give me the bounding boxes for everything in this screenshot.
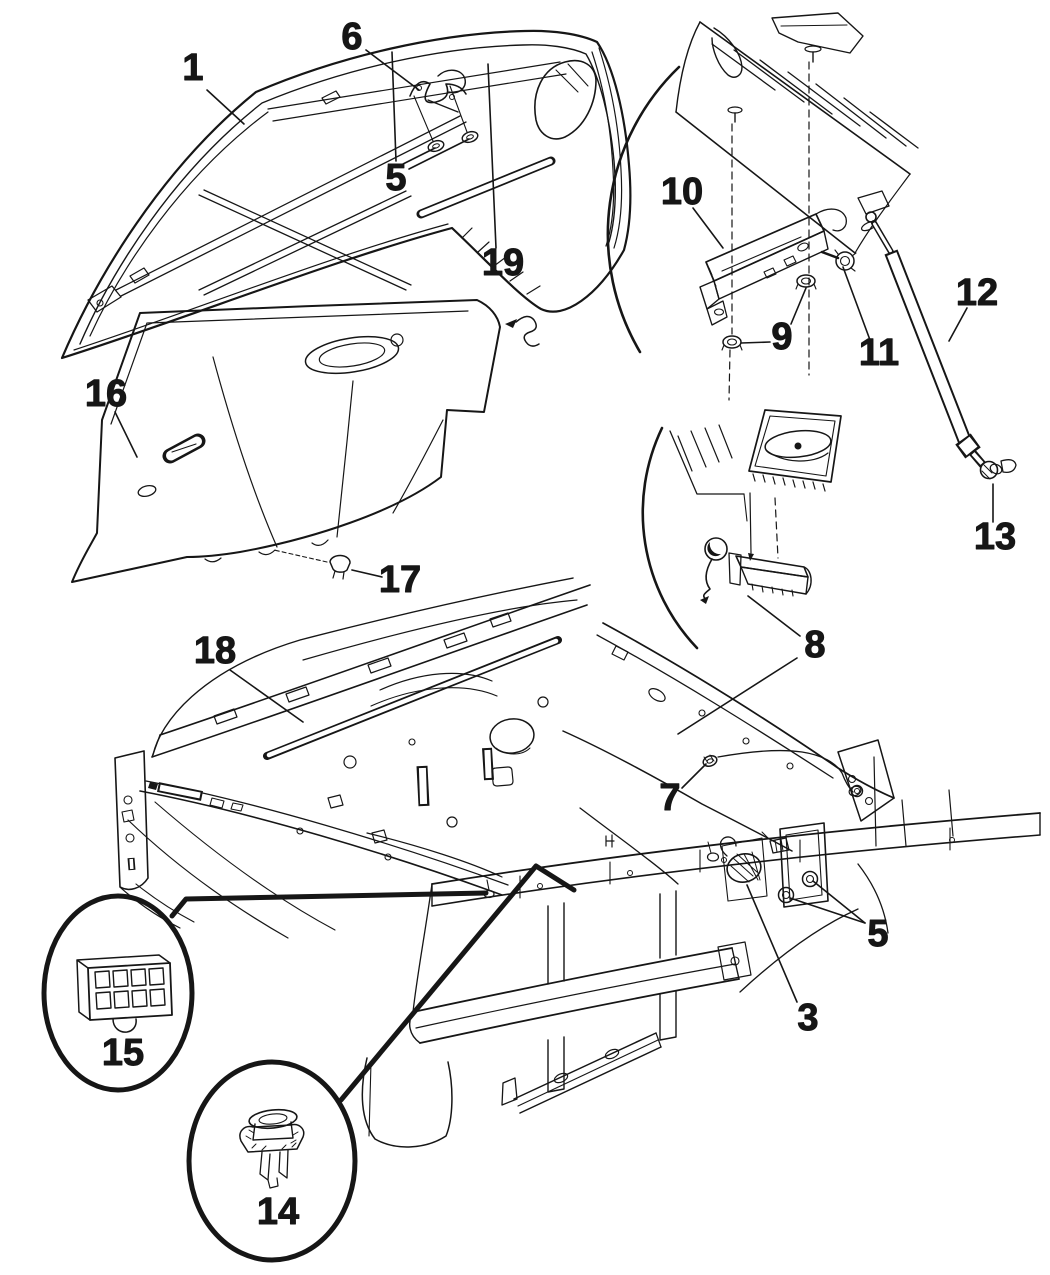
detail-circle-outline [186,1059,358,1263]
leader-line [114,411,138,458]
callout-number-18: 18 [194,630,236,672]
hood-panel-drawing [60,29,632,360]
hinge-detail-drawing [606,12,919,401]
leader-line [948,307,968,342]
callout-number-12: 12 [956,272,998,314]
callout-bolt-top: 5 [385,51,470,200]
detail-circle-outline [41,893,195,1093]
callout-number-17: 17 [379,559,421,601]
callout-number-9: 9 [771,316,792,358]
callout-clip-detail: 14 [257,1191,299,1233]
callout-hood-latch: 3 [746,884,819,1040]
callout-number-6: 6 [341,16,362,58]
callout-number-10: 10 [661,171,703,213]
callout-push-pin: 17 [351,559,422,602]
callout-number-7: 7 [659,777,680,819]
callout-number-16: 16 [85,373,127,415]
callout-connector-detail: 15 [102,1032,144,1074]
callout-hood-panel: 1 [182,47,245,125]
leader-line [408,138,470,170]
leader-line [746,884,798,1003]
callout-release-handle: 8 [677,595,826,735]
leader-line [487,63,497,249]
leader-line [747,595,801,637]
leader-line [812,880,866,924]
callout-number-3: 3 [797,997,818,1039]
callout-strut-retainer: 13 [973,483,1017,559]
callout-hood-molding: 19 [481,63,525,285]
leader-line [206,89,245,125]
callout-number-8: 8 [804,624,825,666]
leader-line [391,51,397,162]
callout-hinge-nut: 9 [740,287,807,359]
gas-strut-drawing [861,211,1017,480]
callout-safety-catch: 6 [341,16,420,91]
callout-cowl-seal: 18 [193,630,304,723]
leader-line [677,657,798,735]
callout-number-11: 11 [859,332,899,374]
callout-bolt-latch: 5 [789,880,889,956]
diagram-line-art [60,12,1041,1189]
hood-silencer-pad-drawing [71,299,501,583]
callout-silencer-pad: 16 [84,373,138,458]
leader-line [692,207,724,249]
detail-circle-clip-detail: 14 [186,863,577,1263]
callout-number-5: 5 [385,157,406,199]
body-cowl-drawing [114,577,954,939]
retainer-clip-drawing [239,1108,305,1189]
callout-number-13: 13 [974,516,1016,558]
release-handle-detail-drawing [641,409,842,650]
detail-circle-connector-detail: 15 [41,890,489,1093]
leader-line [351,569,383,578]
radiator-support-drawing [361,812,1041,1148]
leader-line [402,147,436,165]
leader-line [790,287,807,325]
callout-cable-clip: 7 [659,763,707,820]
leader-line [229,669,304,723]
leader-line [681,763,707,789]
callout-gas-strut: 12 [948,272,999,342]
callout-number-1: 1 [182,47,203,89]
leader-line [740,341,771,344]
callout-number-19: 19 [482,242,524,284]
callout-hinge-bolt: 11 [842,266,900,375]
detail-leader-line [338,863,577,1103]
leader-line [789,897,866,924]
callout-hood-hinge: 10 [660,171,724,249]
callout-number-5: 5 [867,913,888,955]
connector-drawing [76,954,173,1033]
detail-leader-line [169,890,489,919]
leader-line [842,266,871,341]
